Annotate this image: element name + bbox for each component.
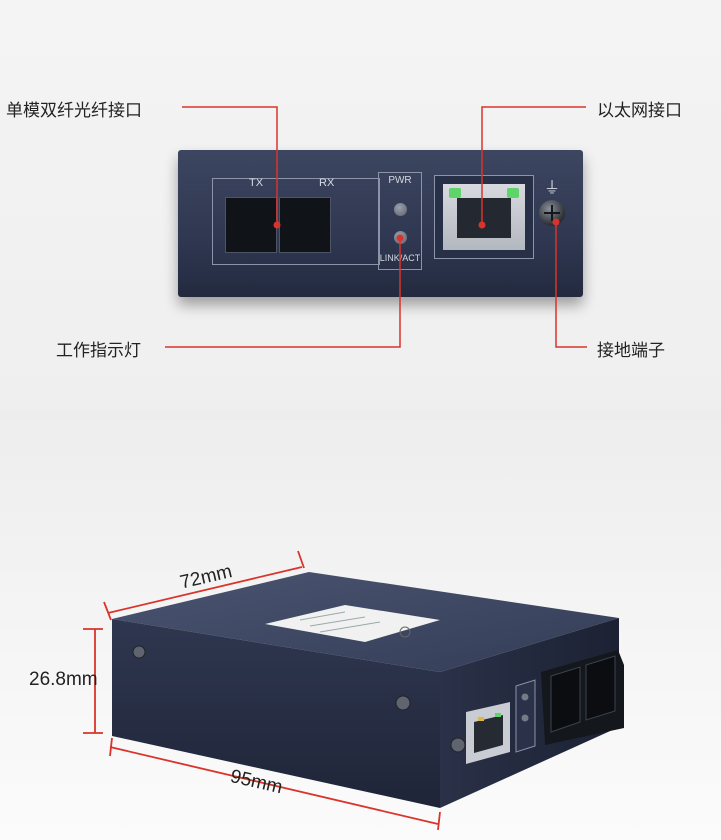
ethernet-port-leader xyxy=(481,106,586,225)
rj45-socket xyxy=(457,198,511,238)
ground-symbol-icon: ⏚ xyxy=(544,178,561,197)
rj45-left-led xyxy=(449,188,461,198)
pwr-label: PWR xyxy=(388,175,412,186)
indicator-led-callout: 工作指示灯 xyxy=(56,341,141,361)
rx-sc-port xyxy=(279,197,331,253)
rj45-led-green xyxy=(495,713,501,717)
callout-leader-lines xyxy=(165,106,587,348)
ethernet-port-frame xyxy=(434,175,534,259)
tx-sc-port xyxy=(225,197,277,253)
ground-screw-icon xyxy=(450,737,466,753)
indicator-led-leader xyxy=(165,238,401,348)
rj45-socket-3d xyxy=(474,715,503,753)
height-dimension-label: 26.8mm xyxy=(29,669,98,690)
ethernet-port-dot xyxy=(478,221,486,229)
width-dimension-line xyxy=(109,746,439,825)
sc-port-right-3d xyxy=(585,655,616,721)
depth-tick-left xyxy=(103,601,112,621)
fiber-port-callout: 单模双纤光纤接口 xyxy=(6,101,142,121)
ethernet-port-callout: 以太网接口 xyxy=(597,101,682,121)
pwr-led xyxy=(394,203,407,216)
device-front-panel: TX RX PWR LINK/ACT ⏚ xyxy=(178,150,583,297)
ground-terminal-dot xyxy=(552,218,560,226)
device-long-side xyxy=(112,619,440,808)
width-tick-left xyxy=(109,737,113,757)
rj45-right-led xyxy=(507,188,519,198)
rj45-led-yellow xyxy=(478,717,484,721)
fiber-port-dot xyxy=(273,221,281,229)
depth-tick-right xyxy=(297,550,305,569)
screw-icon xyxy=(132,645,146,659)
sticker-text-lines xyxy=(299,611,381,633)
width-tick-right xyxy=(437,811,441,831)
rx-label: RX xyxy=(319,177,335,189)
screw-icon xyxy=(395,695,411,711)
ground-screw-icon xyxy=(539,200,565,226)
depth-dimension-line xyxy=(107,566,303,614)
fiber-port-leader xyxy=(182,106,278,225)
indicator-led-dot xyxy=(396,234,404,242)
ground-terminal-callout: 接地端子 xyxy=(597,341,665,361)
fiber-port-frame: TX RX xyxy=(212,177,380,265)
rj45-port xyxy=(443,184,525,250)
tx-label: TX xyxy=(249,177,264,189)
sticker-mark-icon xyxy=(399,626,411,638)
ground-terminal-leader xyxy=(555,222,587,348)
sc-port-left-3d xyxy=(550,666,581,733)
device-label-sticker xyxy=(265,605,440,642)
link-led-3d xyxy=(521,714,529,722)
pwr-led-3d xyxy=(521,693,529,701)
